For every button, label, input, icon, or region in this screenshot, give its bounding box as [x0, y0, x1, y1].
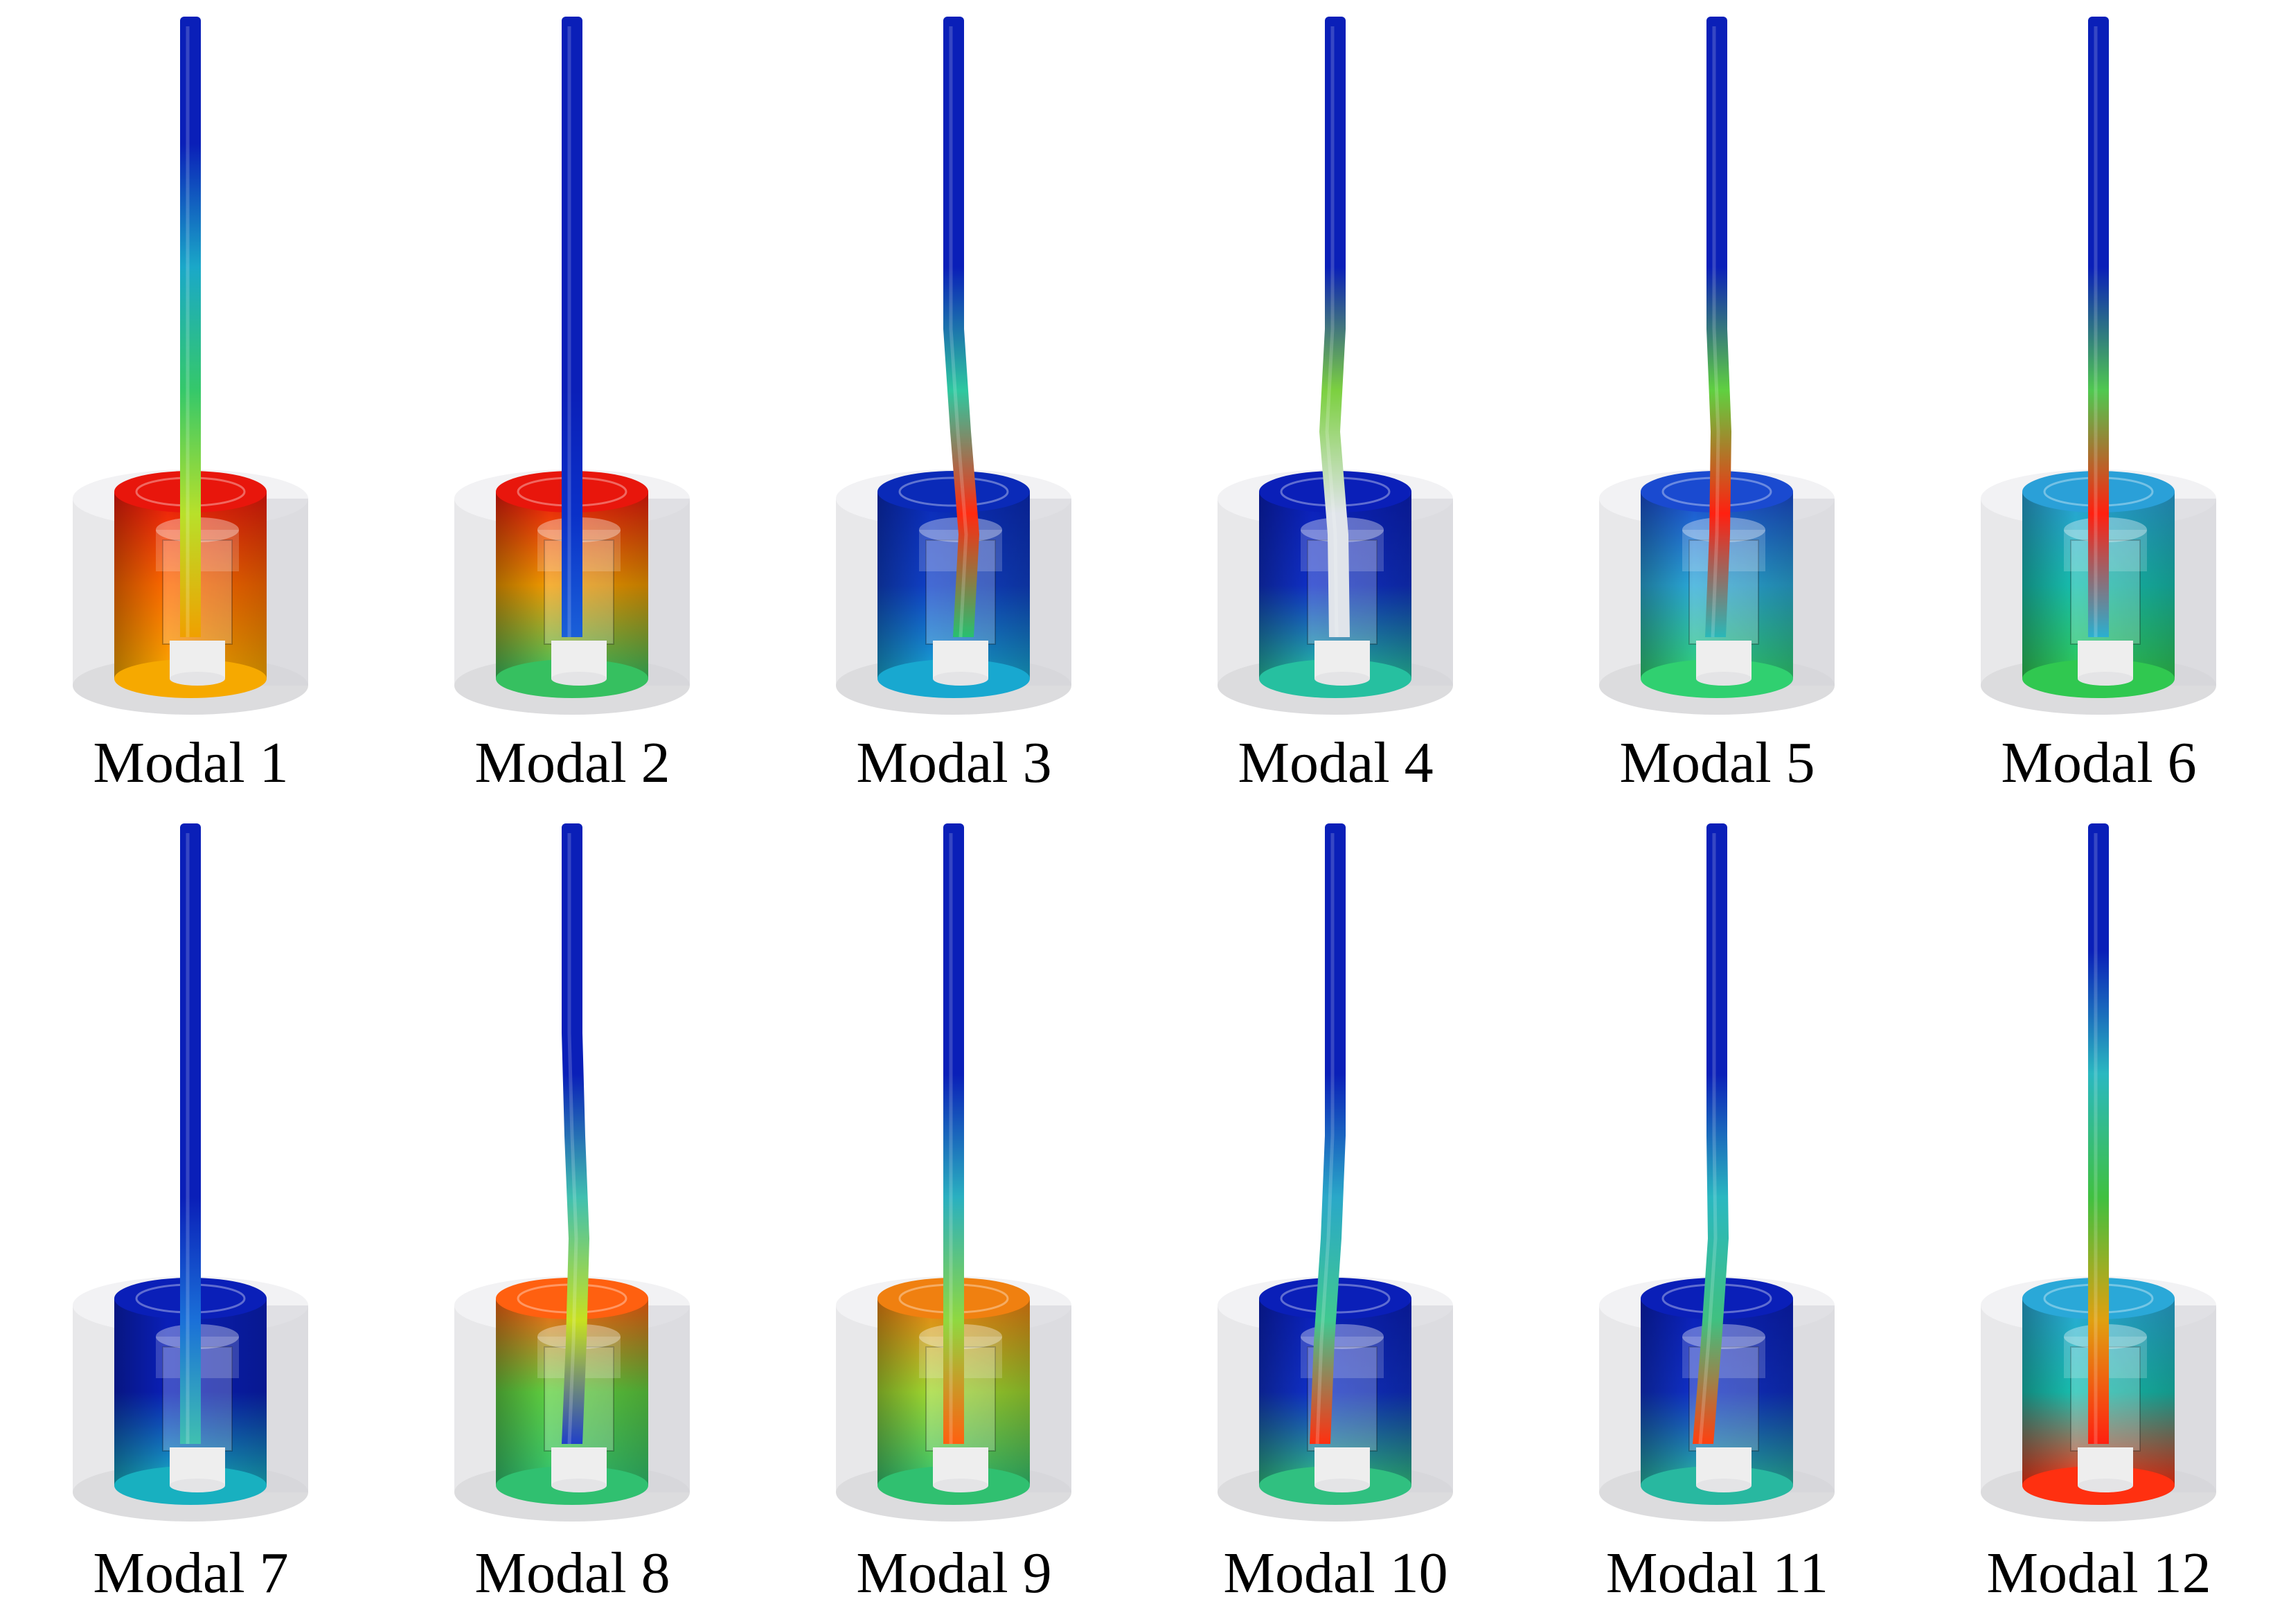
mode-caption: Modal 1 [93, 731, 289, 795]
mode-shape-illustration [1599, 17, 1835, 715]
mode-panel-1: Modal 1 [0, 14, 382, 803]
mode-caption: Modal 10 [1223, 1541, 1448, 1605]
mode-shape-illustration [836, 823, 1071, 1522]
mode-panel-8: Modal 8 [382, 821, 763, 1614]
mode-caption: Modal 11 [1605, 1541, 1829, 1605]
valve-stem [180, 17, 201, 637]
valve-stem [943, 17, 979, 638]
mode-panel-9: Modal 9 [763, 821, 1145, 1614]
mode-shape-illustration [1599, 823, 1835, 1522]
mode-panel-10: Modal 10 [1145, 821, 1526, 1614]
mode-caption: Modal 2 [474, 731, 670, 795]
mode-caption: Modal 3 [856, 731, 1052, 795]
valve-stem [180, 823, 201, 1444]
mode-shape-illustration [73, 17, 308, 715]
mode-panel-11: Modal 11 [1526, 821, 1908, 1614]
mode-shape-illustration [454, 823, 690, 1522]
mode-caption: Modal 5 [1619, 731, 1815, 795]
mode-shape-illustration [1218, 823, 1453, 1522]
mode-shape-illustration [836, 17, 1071, 715]
housing [877, 471, 1030, 698]
mode-shape-illustration [454, 17, 690, 715]
valve-stem [2088, 17, 2109, 637]
valve-stem [1693, 823, 1729, 1445]
valve-stem [1319, 17, 1350, 638]
mode-caption: Modal 4 [1238, 731, 1434, 795]
mode-shape-illustration [1981, 17, 2216, 715]
mode-panel-5: Modal 5 [1526, 14, 1908, 803]
mode-caption: Modal 8 [474, 1541, 670, 1605]
mode-caption: Modal 9 [856, 1541, 1052, 1605]
mode-shape-illustration [1981, 823, 2216, 1522]
mode-shape-illustration [1218, 17, 1453, 715]
valve-stem [2088, 823, 2109, 1444]
mode-panel-7: Modal 7 [0, 821, 382, 1614]
mode-caption: Modal 12 [1986, 1541, 2211, 1605]
mode-panel-12: Modal 12 [1908, 821, 2290, 1614]
mode-caption: Modal 6 [2001, 731, 2197, 795]
mode-panel-6: Modal 6 [1908, 14, 2290, 803]
mode-caption: Modal 7 [93, 1541, 289, 1605]
valve-stem [1705, 17, 1731, 638]
mode-panel-4: Modal 4 [1145, 14, 1526, 803]
mode-panel-3: Modal 3 [763, 14, 1145, 803]
mode-shape-illustration [73, 823, 308, 1522]
valve-stem [943, 823, 964, 1444]
valve-stem [1310, 823, 1346, 1445]
mode-panel-2: Modal 2 [382, 14, 763, 803]
valve-stem [562, 823, 589, 1445]
valve-stem [562, 17, 582, 637]
